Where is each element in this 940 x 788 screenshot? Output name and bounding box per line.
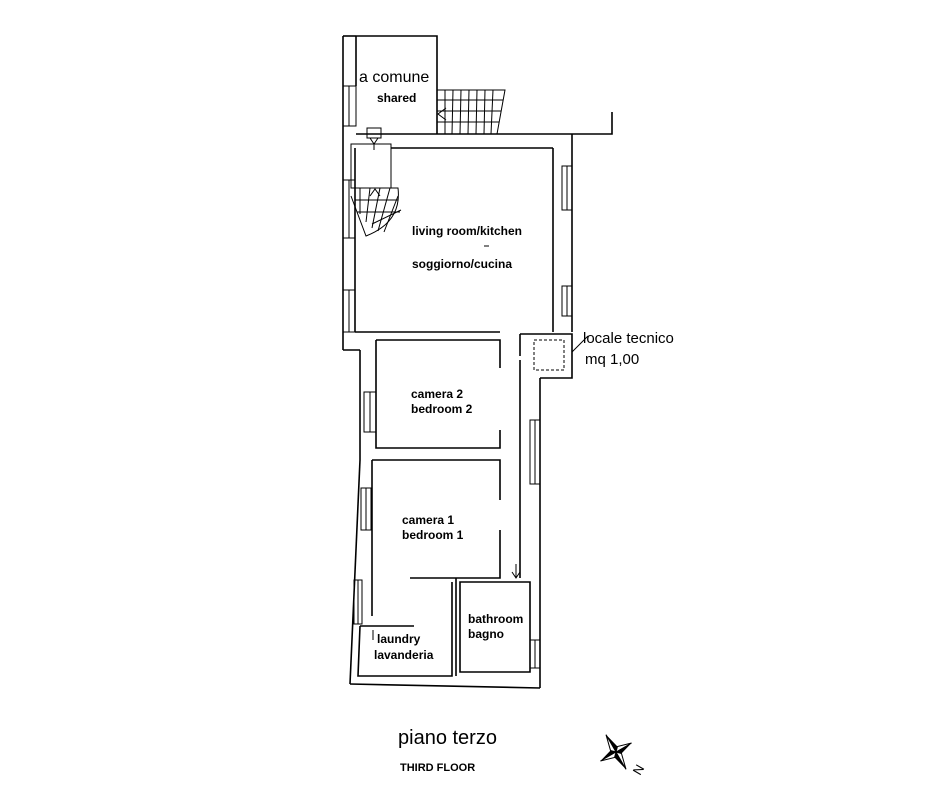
bedroom-1-label-it: camera 1 xyxy=(402,513,454,527)
bathroom-label-it: bagno xyxy=(468,627,504,641)
bedroom-1 xyxy=(349,459,521,685)
shared-stairs xyxy=(437,89,506,135)
laundry-label-it: lavanderia xyxy=(374,648,434,662)
living-room xyxy=(342,134,573,351)
bathroom xyxy=(455,578,531,676)
living-label-it: soggiorno/cucina xyxy=(412,257,512,271)
shared-label-it: a comune xyxy=(359,69,429,86)
technical-room xyxy=(519,333,589,379)
floor-subtitle: THIRD FLOOR xyxy=(400,762,475,774)
bathroom-label-en: bathroom xyxy=(468,612,523,626)
laundry-label-en: laundry xyxy=(377,632,421,646)
technical-area: mq 1,00 xyxy=(585,351,639,368)
bedroom-2-label-en: bedroom 2 xyxy=(411,402,473,416)
bedroom-2-label-it: camera 2 xyxy=(411,387,463,401)
floor-title: piano terzo xyxy=(398,727,497,749)
living-label-en: living room/kitchen xyxy=(412,224,522,238)
internal-stair xyxy=(350,127,402,237)
laundry xyxy=(353,579,453,677)
bedroom-2 xyxy=(359,339,501,460)
compass-rose-icon xyxy=(600,734,632,770)
shared-label-en: shared xyxy=(377,91,416,105)
bedroom-1-label-en: bedroom 1 xyxy=(402,528,464,542)
compass-north-label: N xyxy=(630,762,648,778)
technical-label-it: locale tecnico xyxy=(583,330,674,347)
